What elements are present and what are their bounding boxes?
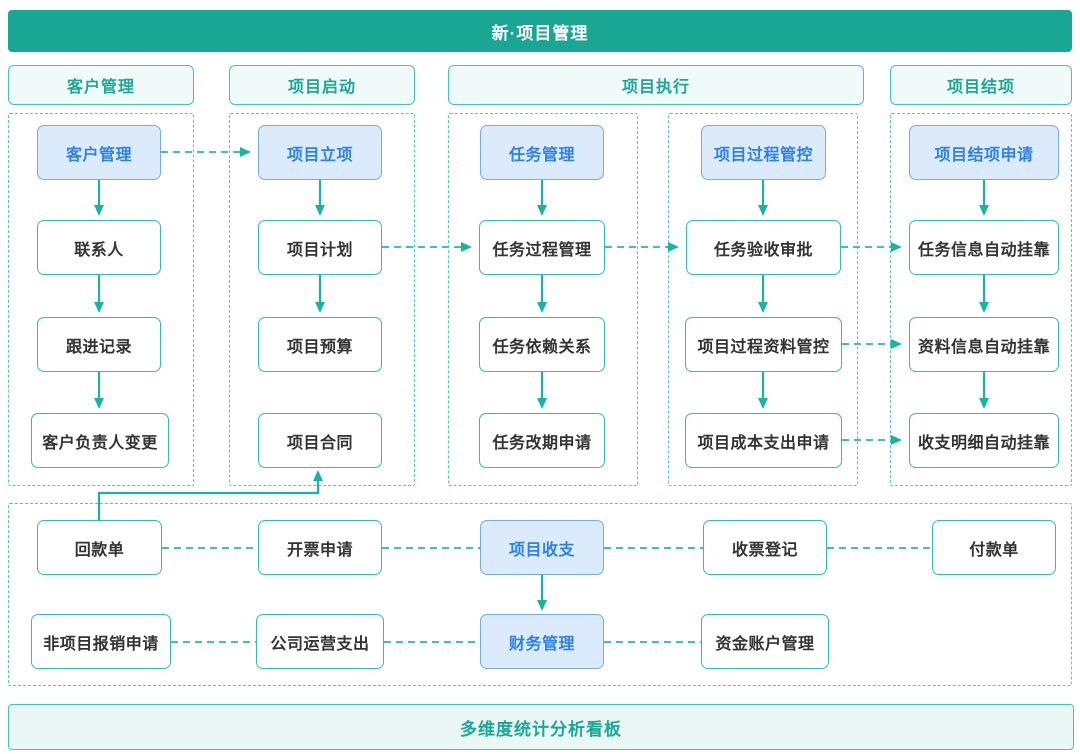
node-project-initiation: 项目立项	[258, 125, 382, 180]
node-task-process-management: 任务过程管理	[479, 220, 605, 275]
lane-process-control	[668, 113, 858, 486]
column-header-customer-management: 客户管理	[8, 65, 194, 105]
node-task-reschedule-request: 任务改期申请	[479, 413, 605, 468]
column-header-project-closing: 项目结项	[890, 65, 1072, 105]
node-task-info-auto-attach: 任务信息自动挂靠	[909, 220, 1059, 275]
node-task-acceptance-approval: 任务验收审批	[686, 220, 841, 275]
node-process-document-control: 项目过程资料管控	[685, 317, 842, 372]
node-cost-expense-request: 项目成本支出申请	[685, 413, 842, 468]
node-project-contract: 项目合同	[258, 413, 382, 468]
statistics-dashboard-banner: 多维度统计分析看板	[8, 704, 1074, 750]
node-income-expense-auto-attach: 收支明细自动挂靠	[909, 413, 1059, 468]
title-banner: 新·项目管理	[8, 10, 1072, 52]
node-customer-management: 客户管理	[37, 125, 161, 180]
node-project-process-control: 项目过程管控	[701, 125, 826, 180]
node-doc-info-auto-attach: 资料信息自动挂靠	[909, 317, 1059, 372]
lane-project-initiation	[229, 113, 415, 486]
node-payment-bill: 付款单	[932, 520, 1056, 575]
node-project-budget: 项目预算	[258, 317, 382, 372]
lane-project-closing	[890, 113, 1072, 486]
node-project-closing-request: 项目结项申请	[909, 125, 1059, 180]
node-contact: 联系人	[37, 220, 161, 275]
node-invoice-request: 开票申请	[258, 520, 382, 575]
node-follow-up-record: 跟进记录	[37, 317, 161, 372]
node-task-dependency: 任务依赖关系	[479, 317, 605, 372]
node-project-income-expense: 项目收支	[480, 520, 604, 575]
node-project-plan: 项目计划	[258, 220, 382, 275]
column-header-project-initiation: 项目启动	[229, 65, 415, 105]
node-receipt-registration: 收票登记	[703, 520, 827, 575]
node-company-operating-expense: 公司运营支出	[256, 614, 384, 669]
node-nonproject-reimbursement: 非项目报销申请	[31, 614, 171, 669]
node-task-management: 任务管理	[480, 125, 604, 180]
lane-task-management	[448, 113, 638, 486]
node-payment-receipt: 回款单	[37, 520, 162, 575]
lane-finance	[8, 503, 1072, 686]
node-finance-management: 财务管理	[480, 614, 604, 669]
column-header-project-execution: 项目执行	[448, 65, 864, 105]
node-customer-owner-change: 客户负责人变更	[31, 413, 169, 468]
lane-customer-management	[8, 113, 194, 486]
node-fund-account-management: 资金账户管理	[701, 614, 829, 669]
